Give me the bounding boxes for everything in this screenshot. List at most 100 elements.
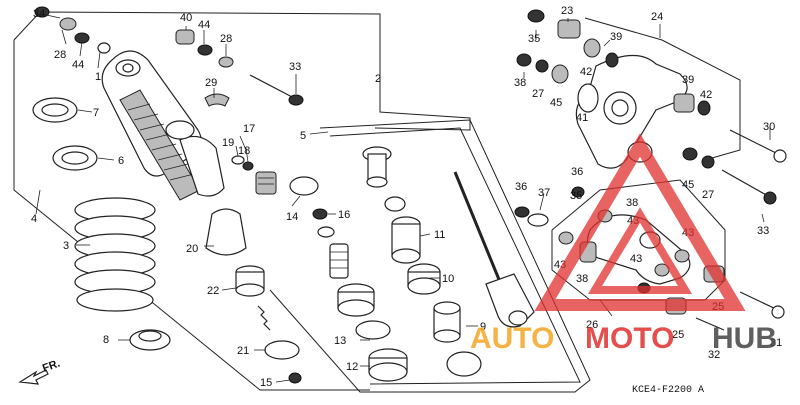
automotohub-watermark — [534, 133, 746, 311]
callout-11: 11 — [434, 229, 445, 241]
snap-ring-21 — [264, 340, 300, 360]
callout-14: 14 — [286, 211, 298, 223]
callout-38: 38 — [514, 77, 526, 89]
callout-4: 4 — [31, 213, 37, 225]
watermark-moto: MOTO — [585, 322, 674, 355]
coil-spring — [74, 197, 156, 312]
callout-7: 7 — [93, 107, 99, 119]
callout-26: 26 — [586, 319, 598, 331]
group-box-center — [269, 119, 591, 393]
seal-43-d — [674, 249, 690, 263]
callout-27-b: 27 — [702, 189, 714, 201]
watermark-hub: HUB — [712, 322, 777, 355]
piston-22-b — [337, 283, 375, 317]
seal-washer — [384, 196, 406, 212]
callout-24: 24 — [651, 11, 663, 23]
bladder-20 — [205, 208, 247, 256]
callout-2: 2 — [375, 73, 381, 85]
washer-18 — [242, 161, 254, 171]
lock-nut-6 — [52, 145, 98, 171]
front-arrow-icon — [18, 369, 49, 385]
washer-37 — [527, 213, 549, 227]
callout-20: 20 — [186, 243, 198, 255]
callout-39-b: 39 — [682, 74, 694, 86]
callout-38-c: 38 — [576, 273, 588, 285]
callout-44-b: 44 — [198, 19, 210, 31]
seal-1 — [97, 42, 111, 54]
washer-27-b — [701, 155, 715, 169]
bolt-33-b-head — [763, 191, 777, 205]
group-box-right-top — [584, 17, 741, 161]
group-box-center-inner — [329, 127, 581, 385]
callout-36-b: 36 — [571, 166, 583, 178]
callout-5: 5 — [300, 130, 306, 142]
callout-17: 17 — [243, 123, 255, 135]
callout-37: 37 — [538, 187, 550, 199]
washer-c — [317, 226, 335, 238]
callout-35-b: 35 — [570, 190, 582, 202]
callout-39: 39 — [610, 31, 622, 43]
bolt-33-head — [288, 94, 304, 106]
callout-13: 13 — [334, 335, 346, 347]
callout-10: 10 — [442, 273, 454, 285]
bolt-30 — [729, 129, 781, 156]
damper-rod — [453, 171, 535, 328]
callout-28: 28 — [54, 49, 66, 61]
nut-16 — [312, 208, 328, 220]
group-box-left — [13, 11, 471, 131]
callout-30: 30 — [763, 121, 775, 133]
bolt-31 — [739, 291, 779, 311]
bump-rubber-b — [446, 351, 482, 377]
callout-41: 41 — [576, 112, 588, 124]
adjuster-17 — [255, 171, 277, 195]
damper-stopper-5 — [362, 146, 392, 188]
callout-25-b: 25 — [672, 329, 684, 341]
bolt-31-head — [771, 305, 785, 319]
callout-31: 31 — [770, 337, 782, 349]
callout-34: 34 — [33, 8, 45, 20]
callout-32: 32 — [708, 349, 720, 361]
shock-absorber-body — [101, 50, 225, 201]
bolt-32 — [695, 317, 725, 331]
nut-35 — [527, 9, 545, 23]
bolt-30-head — [773, 149, 787, 163]
watermark-auto: AUTO — [470, 322, 554, 355]
snap-ring-14 — [289, 176, 319, 196]
callout-40: 40 — [180, 12, 192, 24]
callout-44: 44 — [72, 59, 84, 71]
callout-27: 27 — [532, 88, 544, 100]
bushing-11 — [391, 216, 421, 264]
bearing-41 — [577, 83, 599, 113]
lock-nut-7 — [32, 97, 78, 123]
callout-8: 8 — [103, 334, 109, 346]
callout-29: 29 — [205, 77, 217, 89]
seal-10 — [407, 263, 441, 295]
washer-27 — [535, 59, 549, 73]
callout-3: 3 — [63, 240, 69, 252]
nut-36 — [514, 206, 530, 218]
collar-44 — [74, 32, 90, 44]
callout-16: 16 — [338, 209, 350, 221]
bolt-33 — [249, 74, 295, 99]
callout-23: 23 — [561, 5, 573, 17]
callout-45: 45 — [550, 97, 562, 109]
callout-18: 18 — [238, 145, 250, 157]
seal-42 — [605, 52, 619, 68]
o-ring-19 — [231, 155, 245, 165]
clip-29 — [204, 93, 230, 107]
collar-23 — [557, 19, 581, 39]
collar-39-b — [673, 93, 695, 113]
bearing-9 — [433, 301, 461, 343]
diagram-code: KCE4-F2200 A — [632, 385, 704, 396]
nut-45-b — [682, 147, 698, 161]
bolt-33-b — [721, 169, 769, 197]
callout-42: 42 — [580, 66, 592, 78]
callout-33: 33 — [289, 61, 301, 73]
callout-6: 6 — [118, 155, 124, 167]
callout-19: 19 — [222, 137, 234, 149]
callout-35: 35 — [528, 33, 540, 45]
collar-44-b — [197, 44, 213, 56]
bolt-36-b — [571, 186, 585, 198]
bolt-15 — [288, 372, 302, 384]
